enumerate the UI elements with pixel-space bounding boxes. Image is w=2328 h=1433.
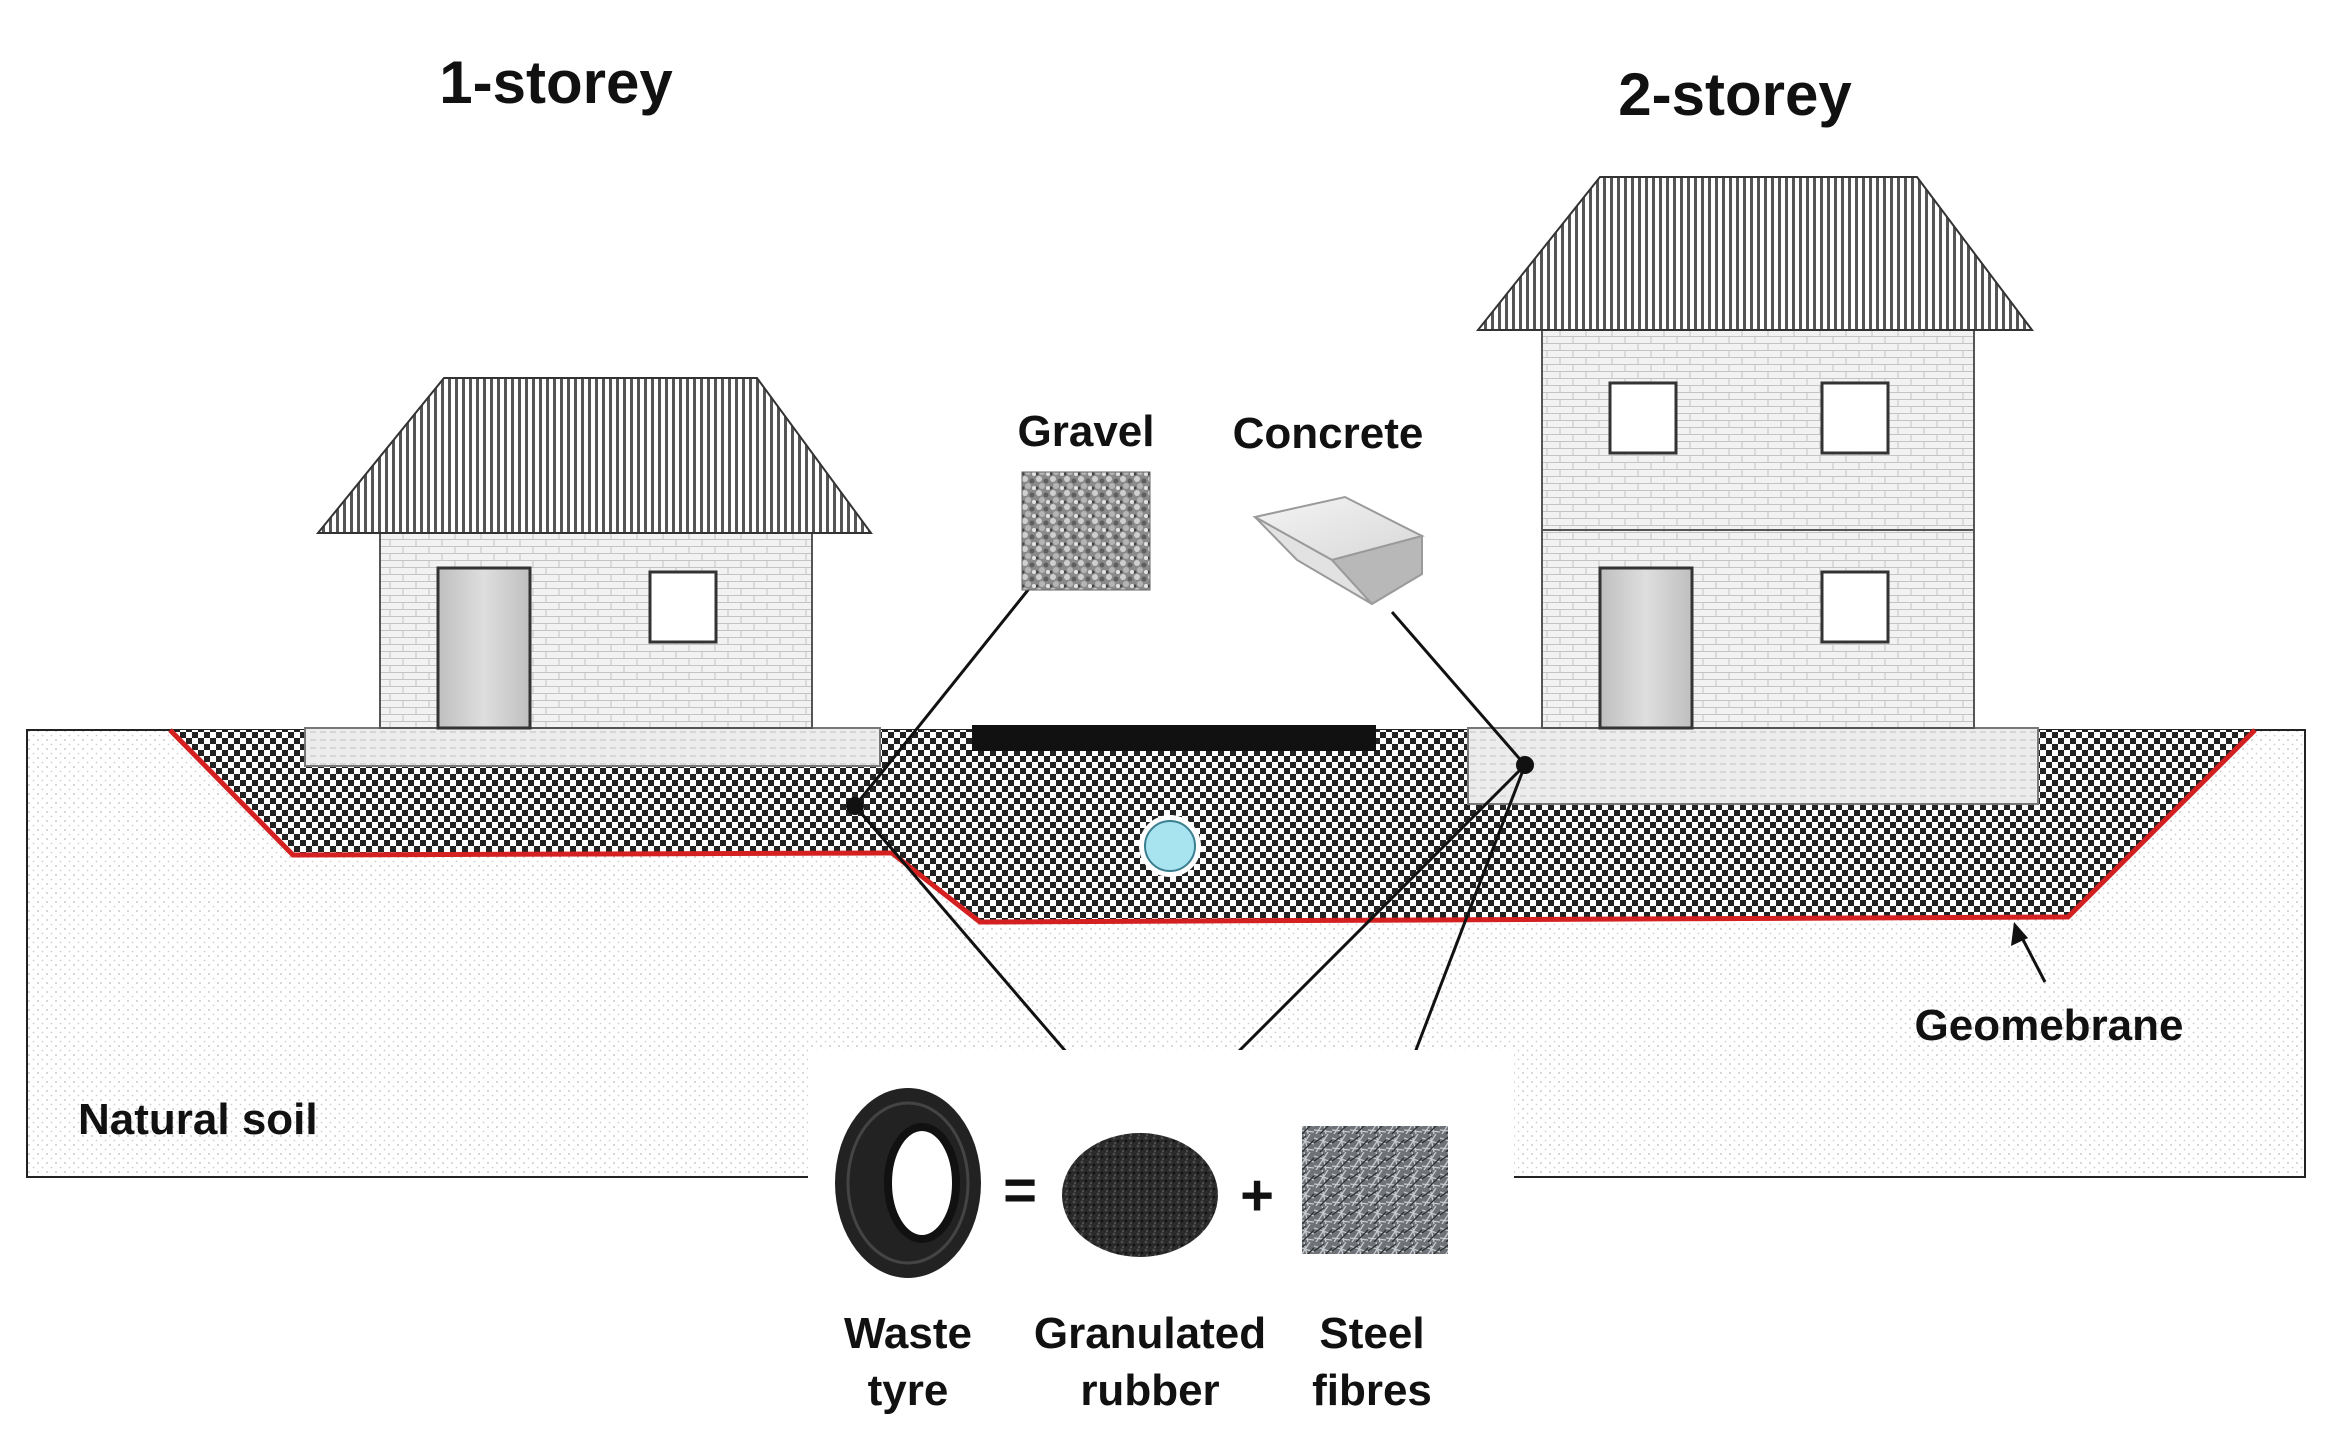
house2-roof [1475, 176, 2035, 331]
callout-concrete-to-slab [1390, 611, 1527, 766]
drain-pipe [1139, 815, 1201, 877]
two-storey-title: 2-storey [1618, 61, 1852, 128]
waste-tyre-label-line2: tyre [868, 1366, 949, 1415]
gravel-sample [1021, 471, 1151, 591]
one-storey-title: 1-storey [439, 49, 673, 116]
foundation-slab-right [1467, 727, 2039, 805]
house1-door [436, 566, 532, 730]
granulated-rubber-image [1062, 1133, 1218, 1257]
house1-window [648, 570, 718, 644]
house-two-storey [1475, 176, 2035, 730]
geomembrane-liner [168, 728, 2257, 925]
steel-fibres-image [1302, 1126, 1448, 1254]
house2-window-lower [1820, 570, 1890, 644]
natural-soil-label: Natural soil [78, 1095, 318, 1144]
house1-roof [315, 377, 873, 534]
granulated-rubber-label-line1: Granulated [1034, 1309, 1266, 1358]
concrete-label: Concrete [1233, 409, 1424, 458]
steel-fibres-label-line2: fibres [1312, 1366, 1432, 1415]
callout-gravel-to-fill [853, 584, 1034, 807]
house-one-storey [315, 377, 873, 730]
callout-dot-right [1516, 756, 1534, 774]
callout-dot-left [846, 797, 864, 815]
geomembrane-pointer-arrowhead [2011, 922, 2028, 946]
waste-tyre-label-line1: Waste [844, 1309, 972, 1358]
waste-tyre-image [835, 1088, 981, 1278]
house2-window-upper-right [1820, 381, 1890, 455]
equals-sign: = [1003, 1158, 1037, 1223]
house2-window-upper-left [1608, 381, 1678, 455]
concrete-block-sample [1252, 495, 1425, 606]
geomembrane-label: Geomebrane [1915, 1001, 2184, 1050]
steel-fibres-label-line1: Steel [1319, 1309, 1424, 1358]
plus-sign: + [1240, 1163, 1274, 1228]
house2-door [1598, 566, 1694, 730]
granulated-rubber-label-line2: rubber [1080, 1366, 1219, 1415]
gravel-label: Gravel [1018, 407, 1155, 456]
pavement-slab [972, 725, 1376, 751]
foundation-slab-left [304, 727, 881, 767]
